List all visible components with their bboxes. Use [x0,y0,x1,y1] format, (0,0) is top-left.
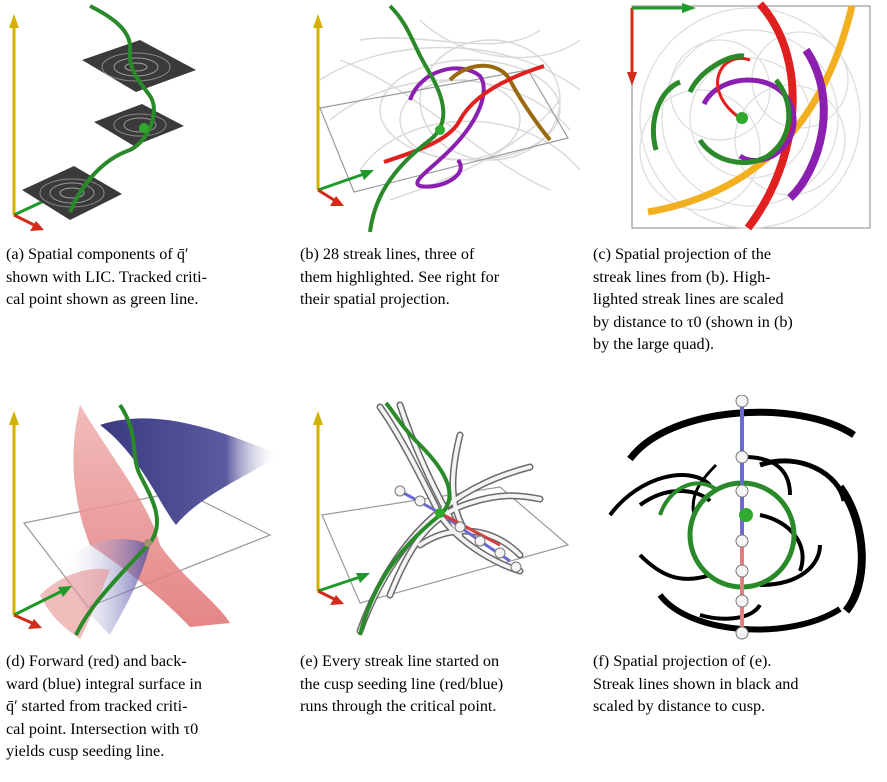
cusp-point-marker [144,539,152,547]
projected-green-arc-left [653,82,680,150]
y-axis-arrowhead [9,411,19,425]
caption-line: the cusp seeding line (red/blue) [300,673,586,696]
critical-point-marker [736,112,748,124]
x-axis-arrowhead [360,170,374,180]
caption-line: cal point. Intersection with τ0 [6,718,292,741]
z-axis-arrowhead [28,619,42,629]
panel-d-figure [0,395,290,640]
caption-line: (a) Spatial components of q̄′ [6,243,292,266]
critical-point-marker [739,508,753,522]
horizontal-axis-arrowhead [682,3,696,13]
panel-c-figure [600,0,887,232]
x-axis-arrowhead [356,573,370,583]
caption-line: them highlighted. See right for [300,266,586,289]
faint-streak-lines [320,20,580,200]
caption-line: runs through the critical point. [300,695,586,718]
caption-line: by the large quad). [593,333,883,356]
caption-line: (c) Spatial projection of the [593,243,883,266]
x-axis-arrow [318,174,364,190]
caption-e: (e) Every streak line started on the cus… [300,650,586,718]
streak-line-orange [450,66,550,140]
z-axis-arrow [318,190,334,200]
panel-e-figure [300,395,590,640]
caption-line: lighted streak lines are scaled [593,288,883,311]
caption-line: (d) Forward (red) and back- [6,650,292,673]
caption-line: by distance to τ0 (shown in (b) [593,311,883,334]
critical-point-marker [139,123,149,133]
y-axis-arrowhead [313,14,323,28]
tracked-critical-point-line [360,403,450,635]
panel-a-figure [0,0,290,232]
caption-d: (d) Forward (red) and back- ward (blue) … [6,650,292,763]
caption-a: (a) Spatial components of q̄′ shown with… [6,243,292,311]
caption-line: their spatial projection. [300,288,586,311]
y-axis-arrowhead [313,411,323,425]
critical-point-marker [435,125,445,135]
caption-line: scaled by distance to cusp. [593,695,883,718]
z-axis-arrow [14,215,34,225]
caption-c: (c) Spatial projection of the streak lin… [593,243,883,356]
caption-f: (f) Spatial projection of (e). Streak li… [593,650,883,718]
projection-frame [632,6,870,228]
vertical-axis-arrowhead [627,72,637,86]
critical-point-marker [435,508,445,518]
caption-line: cal point shown as green line. [6,288,292,311]
caption-line: ward (blue) integral surface in [6,673,292,696]
caption-line: (f) Spatial projection of (e). [593,650,883,673]
z-axis-arrow [14,615,32,623]
caption-line: (b) 28 streak lines, three of [300,243,586,266]
caption-b: (b) 28 streak lines, three of them highl… [300,243,586,311]
caption-line: yields cusp seeding line. [6,740,292,763]
caption-line: Streak lines shown in black and [593,673,883,696]
caption-line: q̄′ started from tracked criti- [6,695,292,718]
y-axis-arrowhead [9,14,19,28]
panel-f-figure [600,395,887,640]
lic-slice-middle [94,104,184,146]
projected-black-streak-lines [610,412,862,629]
caption-line: streak lines from (b). High- [593,266,883,289]
panel-b-figure [300,0,590,232]
caption-line: shown with LIC. Tracked criti- [6,266,292,289]
z-axis-arrow [318,591,334,599]
caption-line: (e) Every streak line started on [300,650,586,673]
